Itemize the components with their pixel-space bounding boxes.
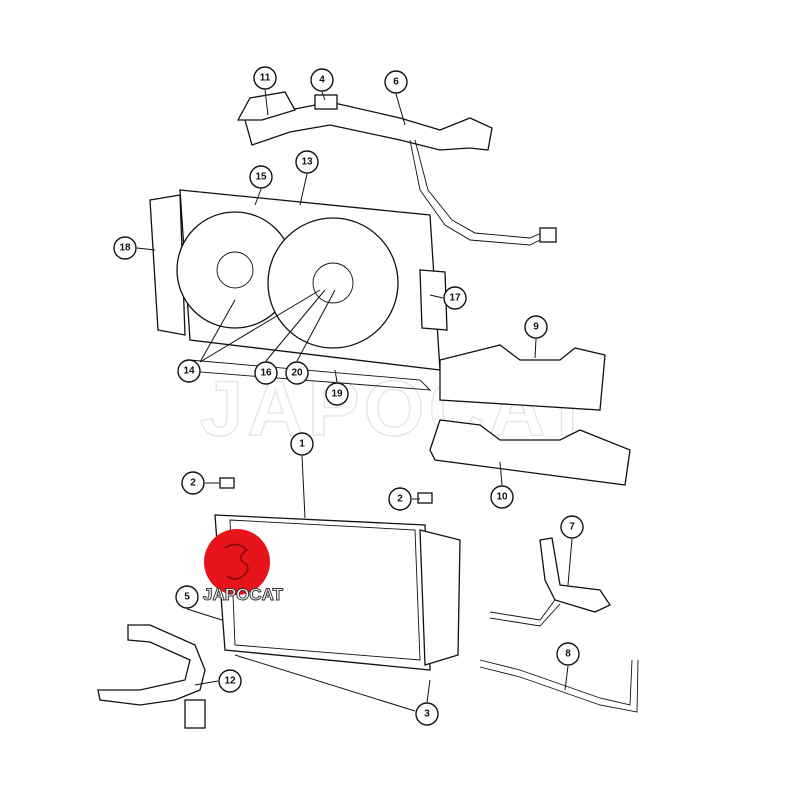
- svg-text:18: 18: [119, 243, 131, 254]
- callout-11[interactable]: 11: [253, 66, 277, 90]
- svg-text:12: 12: [224, 676, 236, 687]
- callout-10[interactable]: 10: [490, 485, 514, 509]
- svg-text:7: 7: [569, 522, 575, 533]
- callouts: 11 4 6 13 15 18 17 14 16 20 19 9 10 1 2 …: [113, 66, 584, 726]
- callout-3[interactable]: 3: [415, 702, 439, 726]
- callout-17[interactable]: 17: [443, 286, 467, 310]
- svg-text:6: 6: [393, 77, 399, 88]
- callout-14[interactable]: 14: [177, 359, 201, 383]
- callout-15[interactable]: 15: [249, 165, 273, 189]
- air-shields: [429, 344, 631, 486]
- callout-13[interactable]: 13: [295, 150, 319, 174]
- japocat-logo: JAPOCAT: [203, 529, 284, 605]
- svg-text:19: 19: [331, 389, 343, 400]
- callout-1[interactable]: 1: [290, 432, 314, 456]
- callout-4[interactable]: 4: [310, 68, 334, 92]
- svg-text:20: 20: [291, 368, 303, 379]
- callout-12[interactable]: 12: [218, 669, 242, 693]
- svg-text:14: 14: [183, 366, 195, 377]
- svg-text:4: 4: [319, 75, 325, 86]
- svg-text:3: 3: [424, 709, 430, 720]
- svg-text:13: 13: [301, 157, 313, 168]
- svg-text:9: 9: [533, 322, 539, 333]
- leader-lines: [136, 89, 573, 712]
- svg-text:8: 8: [565, 649, 571, 660]
- svg-text:5: 5: [184, 592, 190, 603]
- svg-text:15: 15: [255, 172, 267, 183]
- svg-text:11: 11: [260, 73, 271, 84]
- svg-text:10: 10: [496, 492, 508, 503]
- callout-2-right[interactable]: 2: [388, 487, 412, 511]
- callout-16[interactable]: 16: [254, 361, 278, 385]
- fan-shroud-assembly: [149, 189, 448, 391]
- callout-5[interactable]: 5: [175, 585, 199, 609]
- svg-text:17: 17: [449, 293, 461, 304]
- callout-18[interactable]: 18: [113, 236, 137, 260]
- callout-9[interactable]: 9: [524, 315, 548, 339]
- svg-text:1: 1: [299, 439, 305, 450]
- svg-text:2: 2: [190, 478, 196, 489]
- callout-19[interactable]: 19: [325, 382, 349, 406]
- logo-text: JAPOCAT: [203, 585, 284, 604]
- callout-8[interactable]: 8: [556, 642, 580, 666]
- callout-7[interactable]: 7: [560, 515, 584, 539]
- lower-hoses: [97, 537, 639, 729]
- callout-2-left[interactable]: 2: [181, 471, 205, 495]
- svg-text:2: 2: [397, 494, 403, 505]
- callout-6[interactable]: 6: [384, 70, 408, 94]
- callout-20[interactable]: 20: [285, 361, 309, 385]
- svg-text:16: 16: [260, 368, 272, 379]
